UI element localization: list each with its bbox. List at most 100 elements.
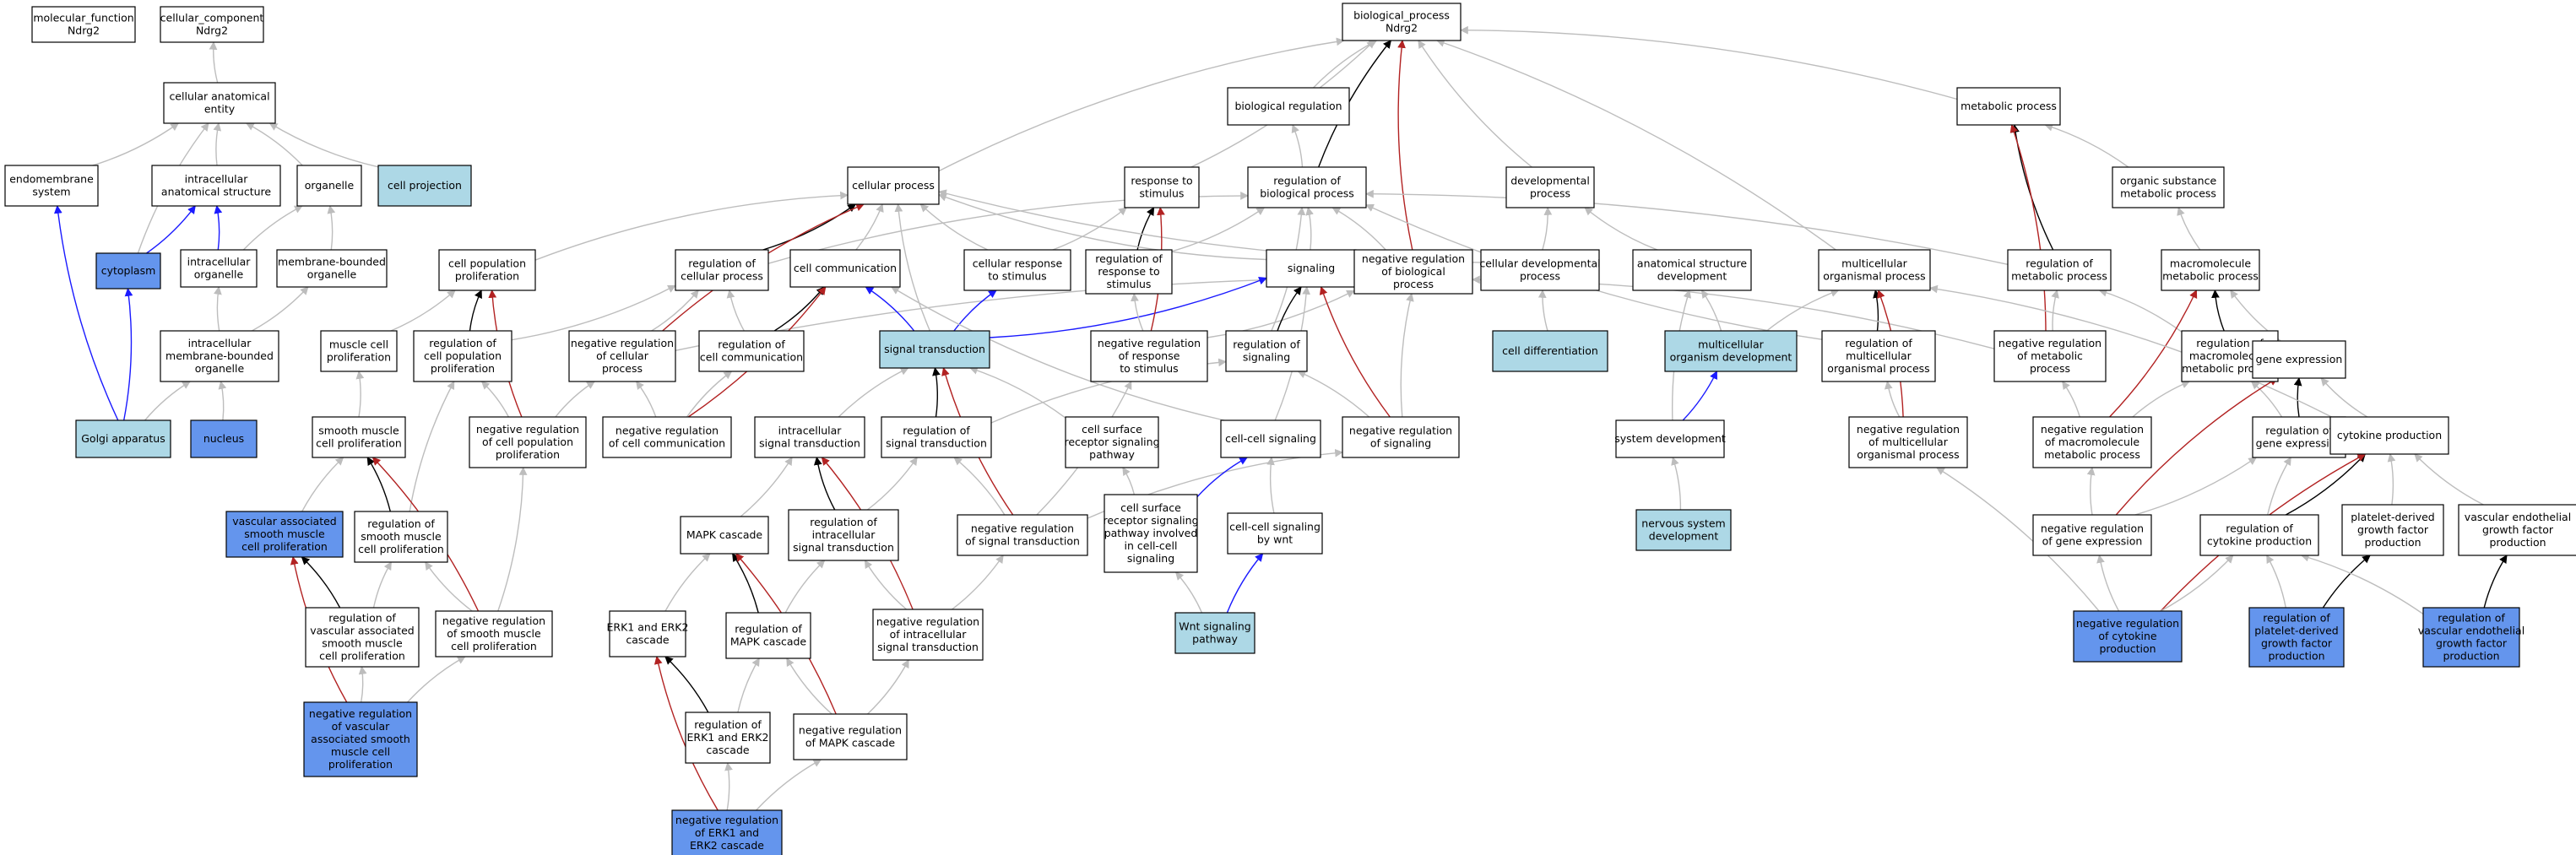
node-label-line: cell proliferation <box>451 640 537 652</box>
node-ccs[interactable]: cell-cell signaling <box>1220 419 1321 458</box>
node-geneexp[interactable]: gene expression <box>2252 340 2346 379</box>
node-celldiff[interactable]: cell differentiation <box>1492 330 1608 372</box>
node-label-line: proliferation <box>431 362 495 375</box>
node-box <box>1220 419 1321 458</box>
node-box <box>95 252 161 290</box>
edge-neg_reg_cytprod-to-neg_reg_mop <box>1936 467 2100 612</box>
node-cyto[interactable]: cytoplasm <box>95 252 161 290</box>
node-org[interactable]: organelle <box>296 165 362 207</box>
node-label-line: negative regulation <box>1998 337 2101 349</box>
node-sysdev[interactable]: system development <box>1614 419 1726 458</box>
node-metab[interactable]: metabolic process <box>1956 87 2061 126</box>
node-box <box>469 416 587 468</box>
edge-reg_cytprod-to-reg_ge <box>2267 457 2291 516</box>
node-sigtrans[interactable]: signal transduction <box>879 330 990 369</box>
node-cellproc[interactable]: cellular process <box>847 166 940 205</box>
node-label-line: intracellular <box>812 528 876 541</box>
node-signaling[interactable]: signaling <box>1266 249 1357 288</box>
edge-reg_vasmcp-to-vasmcp <box>301 556 341 609</box>
edge-csrsp_cc-to-ccs <box>1196 457 1248 498</box>
node-cytprod[interactable]: cytokine production <box>2329 416 2449 455</box>
node-box <box>788 509 899 561</box>
node-box <box>1818 249 1931 291</box>
node-biol-reg[interactable]: biological regulation <box>1227 87 1350 126</box>
node-label-line: proliferation <box>328 758 393 771</box>
node-label-line: organelle <box>194 268 244 281</box>
edge-reg_vegfp-to-reg_cytprod <box>2300 553 2424 615</box>
node-golgi[interactable]: Golgi apparatus <box>75 419 171 458</box>
node-mapk[interactable]: MAPK cascade <box>680 516 769 555</box>
node-nuc[interactable]: nucleus <box>190 419 258 458</box>
node-cellcomm[interactable]: cell communication <box>789 249 901 288</box>
node-cproj[interactable]: cell projection <box>377 165 472 207</box>
